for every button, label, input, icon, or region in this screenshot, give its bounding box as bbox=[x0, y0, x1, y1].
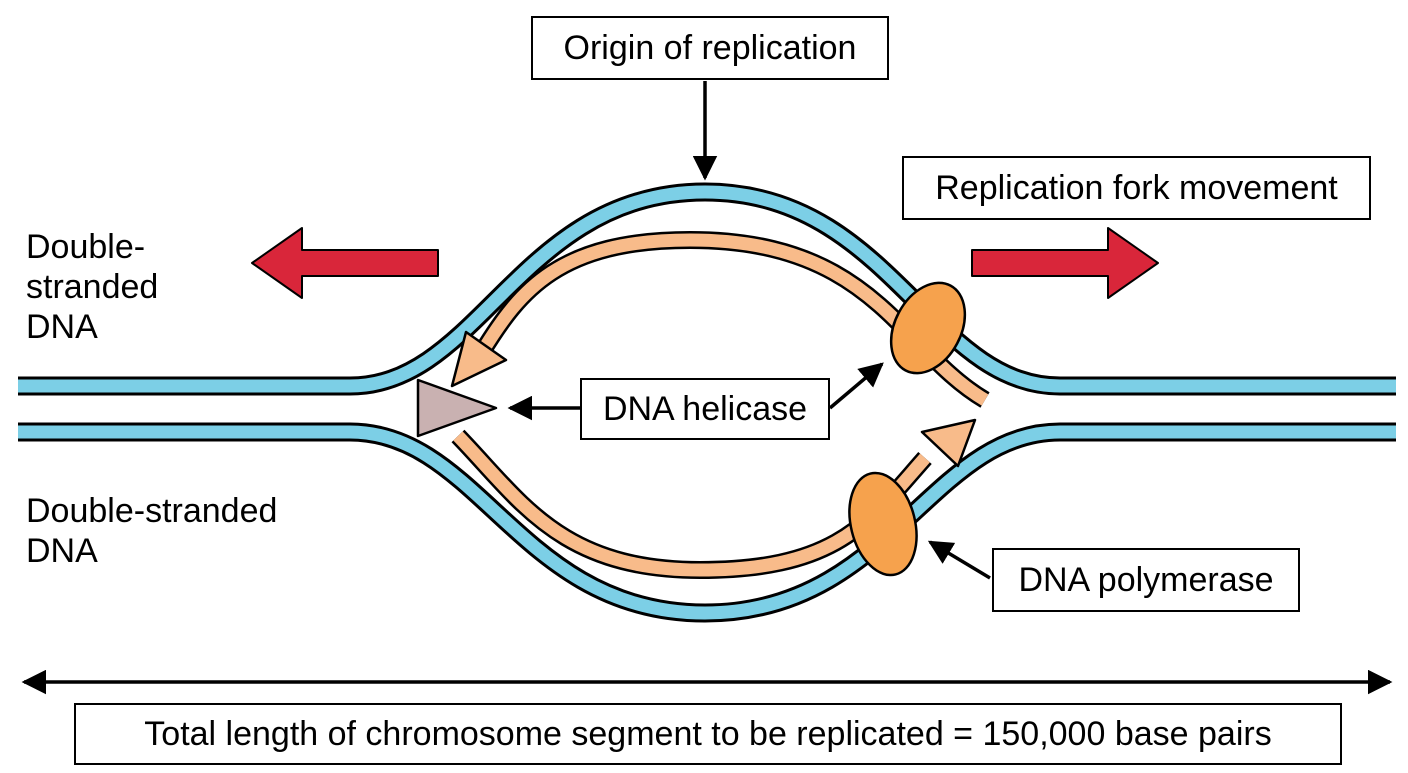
polymerase-top bbox=[889, 281, 967, 375]
replication-fork-movement-label: Replication fork movement bbox=[902, 156, 1371, 220]
dna-strand-bottom-fill bbox=[18, 425, 1396, 620]
dna-strand-top bbox=[18, 182, 1396, 396]
origin-of-replication-label: Origin of replication bbox=[531, 16, 889, 80]
total-length-label: Total length of chromosome segment to be… bbox=[74, 703, 1342, 765]
dna-helicase-label: DNA helicase bbox=[580, 378, 830, 440]
polymerase-pointer-arrow bbox=[927, 540, 991, 580]
dsdna-top-line-2: stranded bbox=[26, 268, 159, 307]
dna-polymerase-label: DNA polymerase bbox=[992, 548, 1300, 612]
dsdna-bottom-line-2: DNA bbox=[26, 532, 98, 571]
double-stranded-dna-bottom-label: Double-stranded DNA bbox=[26, 491, 277, 571]
dsdna-top-line-3: DNA bbox=[26, 308, 98, 347]
new-strand-top-arrowhead bbox=[450, 330, 508, 388]
polymerase-bottom bbox=[848, 471, 918, 577]
dsdna-top-line-1: Double- bbox=[26, 228, 146, 266]
dna-strand-top-fill bbox=[18, 185, 1396, 393]
fork-arrow-left bbox=[251, 227, 439, 299]
fork-arrow-right bbox=[971, 227, 1159, 299]
helicase-to-polymerase-arrow bbox=[828, 362, 884, 410]
dsdna-bottom-line-1: Double-stranded bbox=[26, 492, 278, 530]
helicase-shape bbox=[416, 378, 498, 438]
new-strand-bottom-arrowhead bbox=[920, 418, 977, 468]
double-stranded-dna-top-label: Double- stranded DNA bbox=[26, 227, 158, 347]
